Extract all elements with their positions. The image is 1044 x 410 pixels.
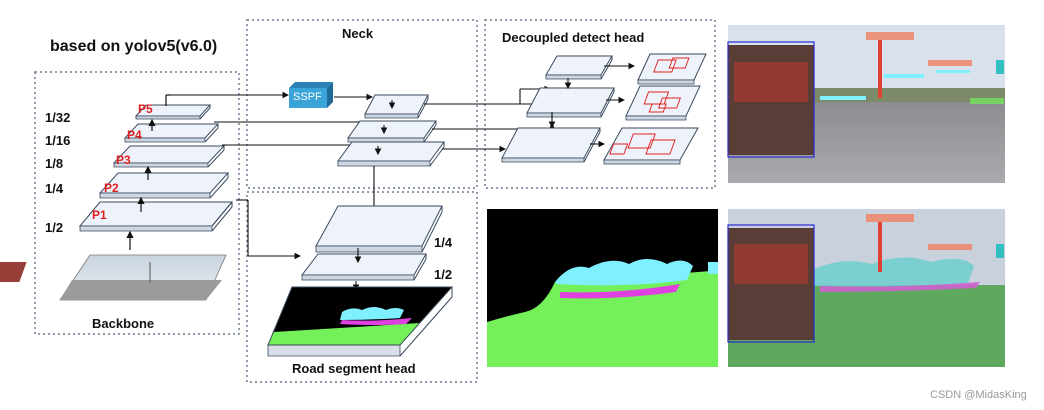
backbone-plane-p5 xyxy=(134,104,212,120)
scale-label-p3: 1/8 xyxy=(45,156,64,171)
segment-head-title: Road segment head xyxy=(292,361,416,376)
backbone-model-title: based on yolov5(v6.0) xyxy=(50,38,218,55)
segment-plane-lower xyxy=(300,253,427,281)
p-label-p3: P3 xyxy=(116,153,131,167)
neck-box xyxy=(246,19,478,189)
segmentation-result-image xyxy=(487,209,718,367)
detection-photo xyxy=(727,25,1005,183)
neck-title: Neck xyxy=(342,26,374,41)
detect-head-title: Decoupled detect head xyxy=(502,30,645,45)
watermark: CSDN @MidasKing xyxy=(930,389,1027,401)
detect-plane-top xyxy=(545,55,613,80)
p-label-p1: P1 xyxy=(92,208,107,222)
input-image xyxy=(0,254,227,301)
segment-plane-upper xyxy=(315,205,443,253)
p-label-p4: P4 xyxy=(127,128,142,142)
backbone-plane-p4 xyxy=(123,123,220,143)
sspf-label: SSPF xyxy=(293,91,322,103)
detect-plane-mid xyxy=(526,87,615,118)
scale-label-p5: 1/32 xyxy=(45,110,71,125)
segment-scale-lower: 1/2 xyxy=(434,267,453,282)
scale-label-p4: 1/16 xyxy=(45,133,71,148)
detect-output-top xyxy=(637,53,707,85)
neck-plane-bottom xyxy=(337,141,445,167)
detect-output-mid xyxy=(625,85,701,121)
neck-plane-top xyxy=(364,94,429,119)
backbone-plane-p2 xyxy=(98,172,230,199)
detect-internal-arrows xyxy=(548,62,636,148)
segment-output-mask xyxy=(267,286,454,357)
segment-scale-upper: 1/4 xyxy=(434,235,453,250)
p-label-p5: P5 xyxy=(138,102,153,116)
p-label-p2: P2 xyxy=(104,181,119,195)
overlay-photo xyxy=(727,209,1005,367)
detect-plane-bottom xyxy=(501,127,601,163)
scale-label-p1: 1/2 xyxy=(45,220,64,235)
backbone-box xyxy=(34,71,240,335)
scale-label-p2: 1/4 xyxy=(45,181,64,196)
backbone-plane-p1 xyxy=(78,201,234,232)
neck-plane-mid xyxy=(347,120,437,143)
segment-head-box xyxy=(246,191,478,383)
sspf-block xyxy=(289,82,333,108)
backbone-plane-p3 xyxy=(112,145,226,168)
backbone-label: Backbone xyxy=(92,316,155,331)
detect-output-bottom xyxy=(603,127,699,165)
